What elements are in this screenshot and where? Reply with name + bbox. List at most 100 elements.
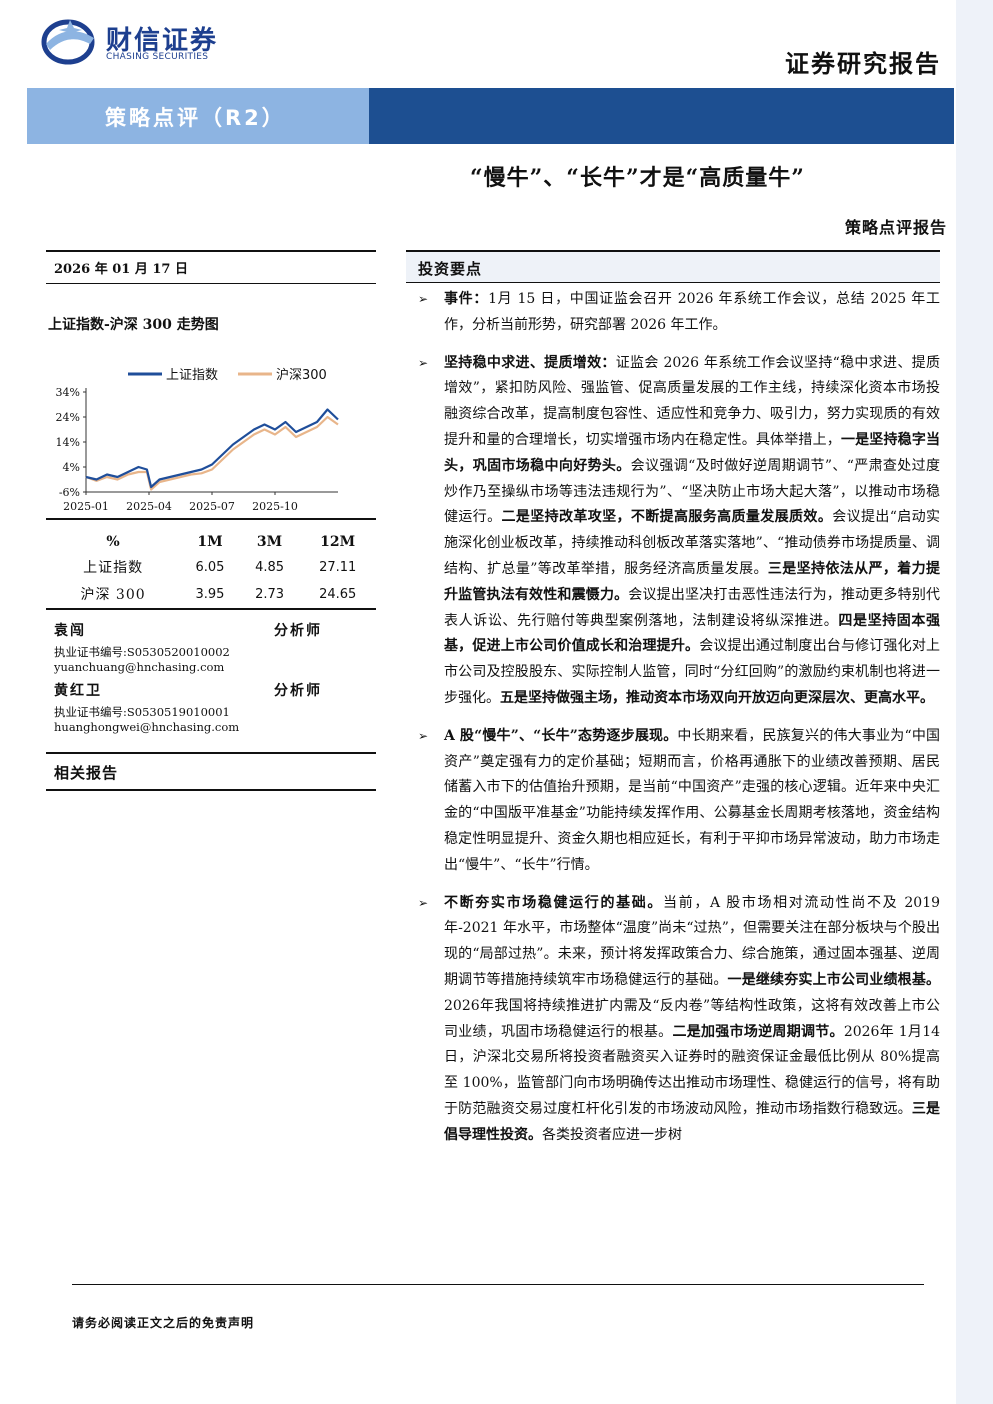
performance-table: % 1M 3M 12M 上证指数 6.05 4.85 27.11 沪深 300 … <box>46 528 376 608</box>
bullet-emphasis: 一是继续夯实上市公司业绩根基。 <box>727 971 941 988</box>
analyst-card: 黄红卫 分析师 执业证书编号:S0530519010001 huanghongw… <box>46 670 376 734</box>
divider <box>46 283 376 284</box>
page-side-strip <box>956 0 993 1404</box>
bullet-emphasis: 三是倡导理性投资。 <box>444 1100 941 1143</box>
legend-label: 沪深300 <box>276 367 327 383</box>
table-header-row: % 1M 3M 12M <box>46 528 376 554</box>
table-header-cell: % <box>106 534 120 550</box>
analyst-role: 分析师 <box>274 623 322 639</box>
x-tick-label: 2025-01 <box>63 500 109 513</box>
table-cell: 27.11 <box>319 559 357 575</box>
bullet-text: 中长期来看，民族复兴的伟大事业为“中国资产”奠定强有力的定价基础；短期而言，价格… <box>444 727 941 873</box>
bullet-text: 2026年 1月14日，沪深北交易所将投资者融资买入证券时的融资保证金最低比例从… <box>444 1023 941 1117</box>
bullet-emphasis: 坚持稳中求进、提质增效： <box>444 354 616 371</box>
page-subtitle: 策略点评报告 <box>844 218 947 237</box>
analyst-name: 袁闯 <box>54 623 86 639</box>
section-heading-text: 投资要点 <box>418 260 483 278</box>
bullet-emphasis: 四是坚持固本强基，促进上市公司价值成长和治理提升。 <box>444 612 941 655</box>
bullet-text: 会议强调“及时做好逆周期调节”、“严肃查处过度炒作乃至操纵市场等违法违规行为”、… <box>444 457 940 526</box>
header-band: 策略点评（R2） <box>27 88 954 144</box>
table-header-cell: 1M <box>197 534 223 550</box>
analyst-email: huanghongwei@hnchasing.com <box>54 720 240 734</box>
table-row: 上证指数 6.05 4.85 27.11 <box>46 554 376 581</box>
divider <box>46 789 376 791</box>
table-cell: 4.85 <box>255 559 285 575</box>
bullet-arrow-icon: ➢ <box>418 292 429 306</box>
footer-divider <box>72 1284 924 1285</box>
company-logo: 财信证券 CHASING SECURITIES <box>40 14 220 66</box>
bullet-arrow-icon: ➢ <box>418 355 429 370</box>
table-cell: 2.73 <box>255 586 285 602</box>
bullet-emphasis: A 股“慢牛”、“长牛”态势逐步展现。 <box>444 727 678 744</box>
bullet-text: 会议提出“启动实施深化创业板改革，持续推动科创板改革落实落地”、“推动债券市场提… <box>444 509 941 577</box>
series-line <box>85 415 339 491</box>
bullet-text: 1月 15 日，中国证监会召开 2026 年系统工作会议，总结 2025 年工作… <box>444 291 940 333</box>
analyst-cert: 执业证书编号:S0530519010001 <box>54 705 230 719</box>
bullet-list: ➢ 事件：1月 15 日，中国证监会召开 2026 年系统工作会议，总结 2025… <box>406 287 946 1149</box>
band-label: 策略点评（R2） <box>105 106 286 130</box>
report-type-label: 证券研究报告 <box>785 49 941 78</box>
table-cell: 6.05 <box>195 559 225 575</box>
bullet-emphasis: 二是加强市场逆周期调节。 <box>672 1023 844 1040</box>
bullet-item: ➢ 事件：1月 15 日，中国证监会召开 2026 年系统工作会议，总结 2025… <box>406 287 940 339</box>
y-tick-label: 24% <box>56 411 80 424</box>
logo-mark-icon <box>41 19 95 65</box>
x-tick-label: 2025-04 <box>126 500 172 513</box>
index-trend-chart-svg: 上证指数 沪深300 34% 24% 14% 4% -6%2025-01 2025-04 202… <box>56 367 339 513</box>
divider <box>46 518 376 520</box>
bullet-item: ➢ 不断夯实市场稳健运行的基础。当前，A 股市场相对流动性尚不及 2019 年-2… <box>406 891 940 1149</box>
bullet-emphasis: 一是坚持稳字当头，巩固市场稳中向好势头。 <box>444 431 941 474</box>
analyst-name: 黄红卫 <box>54 683 102 699</box>
y-tick-label: 4% <box>63 461 80 474</box>
table-cell: 沪深 300 <box>80 587 146 603</box>
analyst-card: 袁闯 分析师 执业证书编号:S0530520010002 yuanchuang@… <box>46 610 376 674</box>
bullet-emphasis: 不断夯实市场稳健运行的基础。 <box>444 894 664 911</box>
left-sidebar: 2026 年 01 月 17 日 上证指数-沪深 300 走势图 上证指数 沪深3… <box>46 250 376 791</box>
table-cell: 24.65 <box>319 586 357 602</box>
bullet-emphasis: 三是坚持依法从严，着力提升监管执法有效性和震慑力。 <box>444 560 941 603</box>
analyst-cert: 执业证书编号:S0530520010002 <box>54 645 230 659</box>
logo-text-en: CHASING SECURITIES <box>106 52 209 62</box>
report-date: 2026 年 01 月 17 日 <box>54 262 188 277</box>
divider <box>46 250 376 252</box>
chart-section-title: 上证指数-沪深 300 走势图 <box>48 317 219 333</box>
table-row: 沪深 300 3.95 2.73 24.65 <box>46 581 376 608</box>
bullet-text: 会议提出通过制度出台与修订强化对上市公司及控股股东、实际控制人监管，同时“分红回… <box>444 638 941 706</box>
bullet-emphasis: 事件： <box>444 291 489 307</box>
bullet-item: ➢ 坚持稳中求进、提质增效：证监会 2026 年系统工作会议坚持“稳中求进、提质增… <box>406 351 940 712</box>
divider <box>406 250 940 252</box>
bullet-text: 各类投资者应进一步树 <box>542 1126 682 1143</box>
table-header-cell: 12M <box>320 534 356 550</box>
section-heading: 投资要点 <box>406 252 946 282</box>
bullet-text: 当前，A 股市场相对流动性尚不及 2019 年-2021 年水平，市场整体“温度… <box>444 894 941 988</box>
band-light-segment <box>27 88 369 144</box>
bullet-text: 2026年我国将持续推进扩内需及“反内卷”等结构性政策，这将有效改善上市公司业绩… <box>444 997 940 1040</box>
bullet-text: 证监会 2026 年系统工作会议坚持“稳中求进、提质增效”，紧扣防风险、强监管、… <box>444 354 940 448</box>
logo-text-cn: 财信证券 <box>106 26 219 56</box>
section-heading-bg <box>406 252 940 282</box>
investment-points-section: 投资要点 ➢ 事件：1月 15 日，中国证监会召开 2026 年系统工作会议，总结… <box>406 250 946 1161</box>
bullet-arrow-icon: ➢ <box>418 728 429 743</box>
table-cell: 3.95 <box>195 586 225 602</box>
divider <box>46 752 376 754</box>
disclaimer-note: 请务必阅读正文之后的免责声明 <box>72 1316 255 1330</box>
analyst-email: yuanchuang@hnchasing.com <box>54 660 225 674</box>
y-tick-label: -6% <box>59 486 80 499</box>
divider <box>406 282 940 283</box>
page-title: “慢牛”、“长牛”才是“高质量牛” <box>470 165 805 191</box>
series-line <box>85 408 339 489</box>
bullet-emphasis: 二是坚持改革攻坚，不断提高服务高质量发展质效。 <box>501 509 833 526</box>
x-tick-label: 2025-10 <box>252 500 298 513</box>
index-trend-chart: 上证指数 沪深300 34% 24% 14% 4% -6%2025-01 2025-04 202… <box>46 340 376 518</box>
y-tick-label: 14% <box>56 436 80 449</box>
legend-label: 上证指数 <box>166 368 218 383</box>
divider <box>46 608 376 610</box>
bullet-item: ➢ A 股“慢牛”、“长牛”态势逐步展现。中长期来看，民族复兴的伟大事业为“中国资… <box>406 724 940 879</box>
x-tick-label: 2025-07 <box>189 500 235 513</box>
table-cell: 上证指数 <box>83 560 144 576</box>
analyst-role: 分析师 <box>274 683 322 699</box>
table-header-cell: 3M <box>256 534 283 550</box>
bullet-arrow-icon: ➢ <box>418 895 429 910</box>
y-tick-label: 34% <box>56 386 80 399</box>
band-dark-segment <box>369 88 954 144</box>
